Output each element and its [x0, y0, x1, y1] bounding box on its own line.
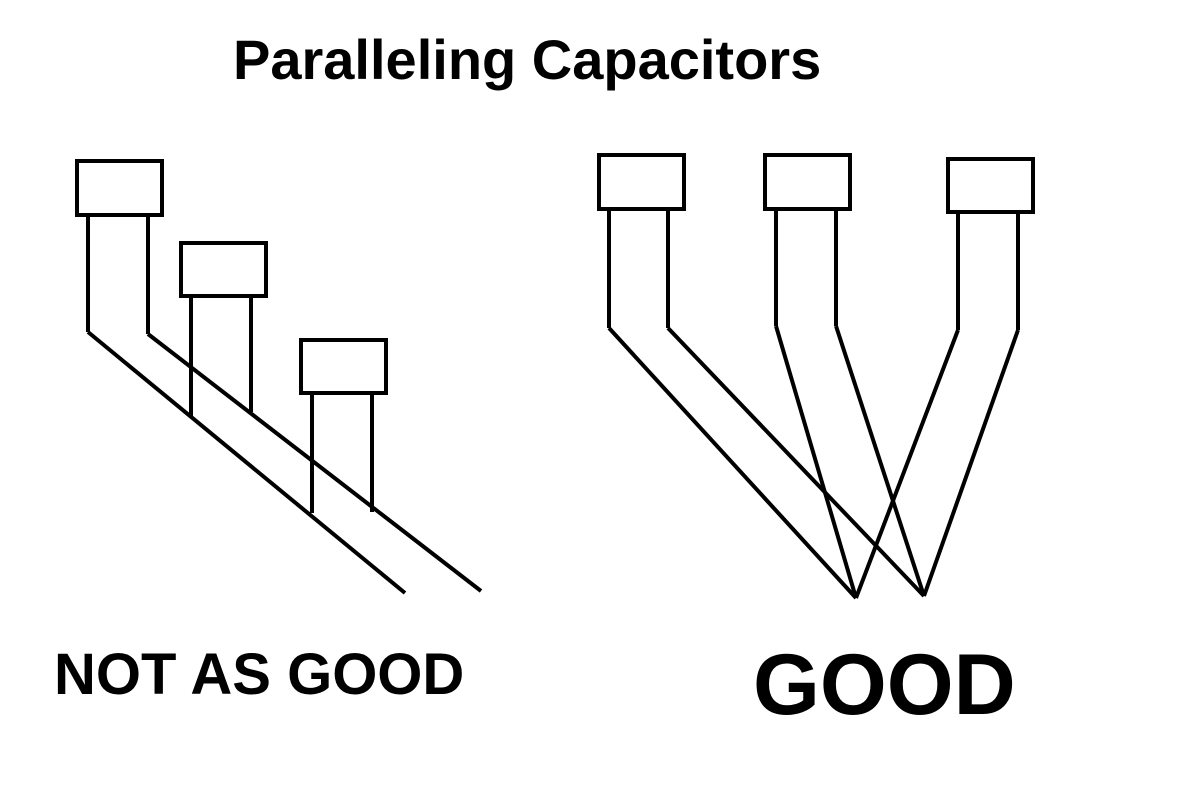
- capacitor-2-body: [179, 241, 268, 298]
- capacitor-3-body: [299, 338, 388, 395]
- bus-wire-a: [86, 330, 407, 595]
- bus-wire-b: [146, 332, 483, 593]
- capacitor-2-wire-a: [774, 325, 858, 599]
- star-wiring: [597, 153, 1035, 600]
- capacitor-3-wire-b: [922, 329, 1020, 597]
- page-title: Paralleling Capacitors: [233, 28, 822, 91]
- capacitor-1-body: [597, 153, 686, 211]
- capacitor-2-wire-b: [834, 325, 926, 597]
- capacitor-1-wire-b: [666, 326, 926, 598]
- capacitor-1-body: [75, 159, 164, 217]
- capacitor-2-body: [763, 153, 852, 211]
- not-as-good-caption: NOT AS GOOD: [54, 642, 465, 707]
- capacitor-1-wire-a: [607, 326, 858, 600]
- daisy-chain-wiring: [75, 159, 483, 595]
- good-caption: GOOD: [753, 637, 1016, 733]
- capacitor-3-body: [946, 157, 1035, 214]
- capacitor-3-wire-a: [854, 329, 960, 599]
